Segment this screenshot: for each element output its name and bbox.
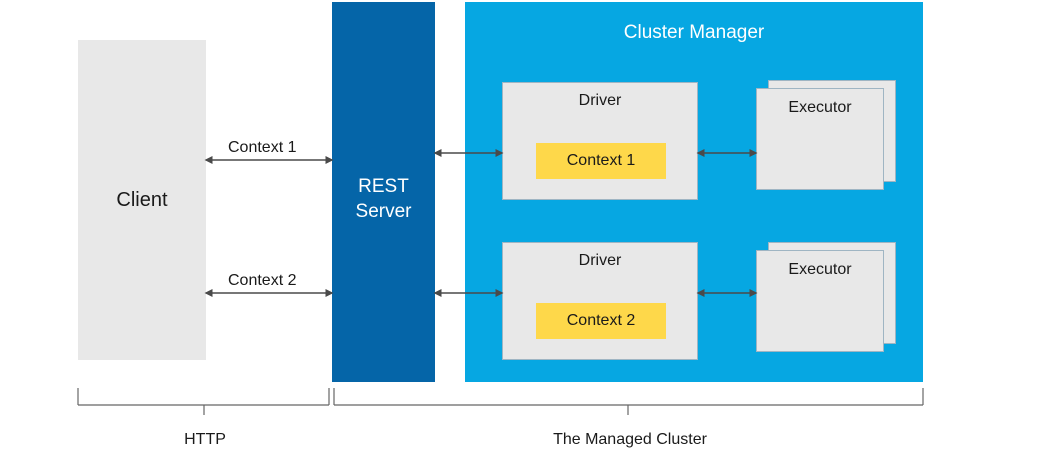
context-label-1: Context 1 <box>566 152 636 169</box>
cluster-manager-label: Cluster Manager <box>623 22 765 43</box>
client-label: Client <box>116 189 168 211</box>
client-box <box>78 40 206 360</box>
context-box-2 <box>536 303 666 339</box>
driver-box-1 <box>502 82 698 200</box>
context-box-1 <box>536 143 666 179</box>
driver-label-1: Driver <box>578 92 622 109</box>
http-connection-label-1: Context 1 <box>228 139 297 156</box>
executor-box-2 <box>756 250 884 352</box>
rest-server-box <box>332 2 435 382</box>
http-connection-label-2: Context 2 <box>228 272 297 289</box>
context-label-2: Context 2 <box>566 312 636 329</box>
executor-box-1 <box>756 88 884 190</box>
driver-box-2 <box>502 242 698 360</box>
managed-cluster-bracket <box>333 388 924 415</box>
http-footer-label: HTTP <box>184 431 226 448</box>
managed-cluster-footer-label: The Managed Cluster <box>553 431 707 448</box>
executor-label-2: Executor <box>788 261 852 278</box>
driver-label-2: Driver <box>578 252 622 269</box>
http-bracket <box>77 388 330 415</box>
executor-label-1: Executor <box>788 99 852 116</box>
rest-server-label: REST Server <box>355 176 412 222</box>
